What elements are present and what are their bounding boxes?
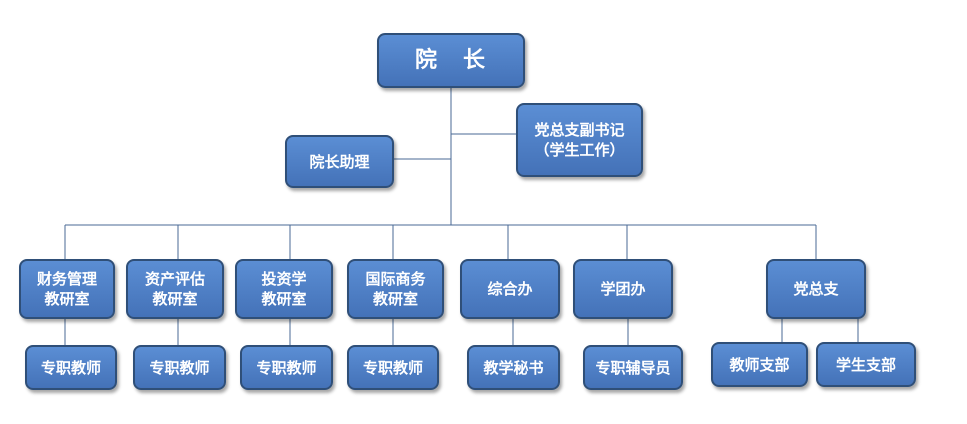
student-branch-box: 学生支部 — [816, 342, 916, 387]
teaching-secretary-box: 教学秘书 — [467, 345, 560, 390]
intl-teachers-box: 专职教师 — [347, 345, 439, 390]
student-league-office-box: 学团办 — [573, 259, 673, 319]
asset-teachers-box: 专职教师 — [133, 345, 226, 390]
counselor-box: 专职辅导员 — [583, 345, 683, 390]
teacher-branch-box: 教师支部 — [711, 342, 808, 387]
dean-box: 院 长 — [377, 33, 525, 88]
investment-teachers-box: 专职教师 — [240, 345, 333, 390]
asset-eval-dept-box: 资产评估 教研室 — [126, 259, 224, 319]
dean-assistant-box: 院长助理 — [285, 135, 394, 188]
party-branch-box: 党总支 — [766, 259, 866, 319]
investment-dept-box: 投资学 教研室 — [235, 259, 333, 319]
general-office-box: 综合办 — [460, 259, 560, 319]
intl-business-dept-box: 国际商务 教研室 — [347, 259, 444, 319]
finance-teachers-box: 专职教师 — [25, 345, 117, 390]
party-deputy-secretary-box: 党总支副书记 （学生工作） — [516, 103, 643, 177]
finance-mgmt-dept-box: 财务管理 教研室 — [19, 259, 115, 319]
